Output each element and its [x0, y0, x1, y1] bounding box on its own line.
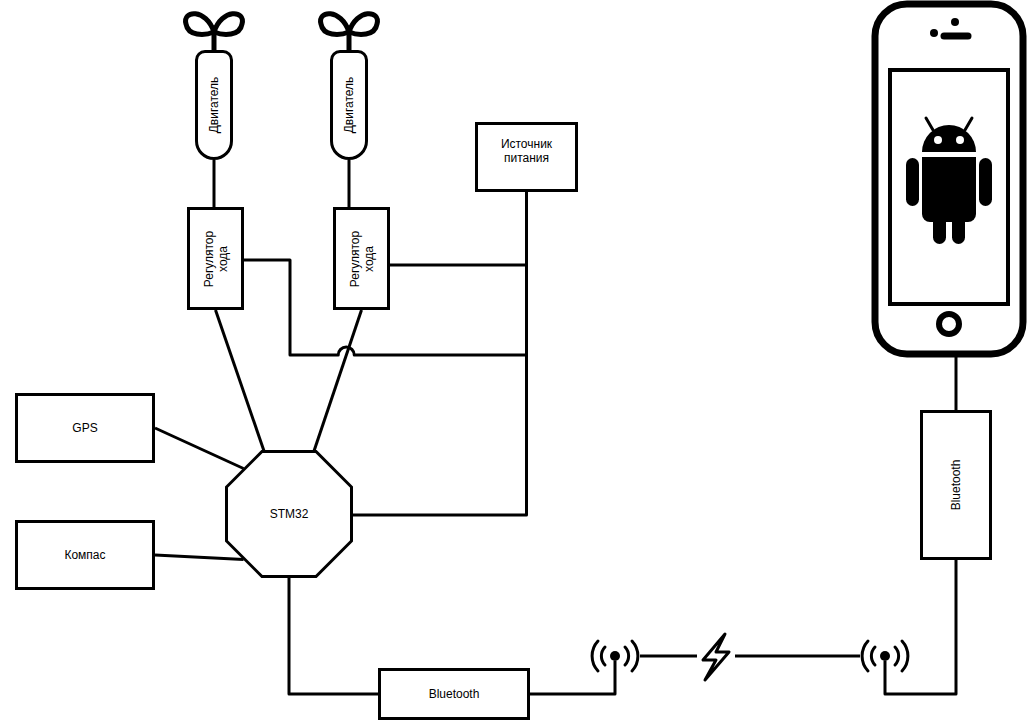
bluetooth-box: Bluetooth: [378, 668, 530, 720]
node-label: Bluetooth: [949, 425, 963, 545]
phone-cable: [955, 354, 958, 411]
wire-connector: [155, 555, 244, 560]
motor-body: Двигатель: [195, 50, 233, 160]
microcontroller-octagon: STM32: [225, 450, 353, 578]
node-label: Компас: [64, 548, 105, 562]
power-source-box: Источник питания: [475, 122, 578, 192]
wire-connector: [244, 192, 527, 355]
phone-body: [875, 4, 1023, 354]
phone-home-button: [939, 314, 959, 334]
node-label: Источник питания: [486, 137, 567, 165]
node-label: Bluetooth: [429, 687, 480, 701]
propeller-shaft: [347, 32, 352, 50]
wire-connector: [213, 160, 216, 207]
node-label: STM32: [270, 507, 309, 521]
wire-connector: [530, 560, 956, 694]
node-label: Двигатель: [342, 60, 356, 150]
node-label: Регулятор хода: [348, 225, 376, 293]
node-label: GPS: [72, 421, 97, 435]
gps-box: GPS: [15, 393, 155, 463]
compass-box: Компас: [15, 520, 155, 590]
smartphone: [875, 4, 1023, 411]
speed-controller-box: Регулятор хода: [333, 207, 390, 310]
wire-connector: [216, 310, 265, 451]
wire-connector: [314, 310, 362, 451]
phone-camera: [930, 29, 938, 37]
android-logo: [906, 118, 992, 244]
phone-sensor: [951, 18, 959, 26]
phone-speaker: [944, 33, 968, 40]
wire-connector: [348, 160, 351, 207]
bluetooth-box: Bluetooth: [920, 410, 992, 560]
wireless-symbol: [703, 634, 729, 680]
motor-body: Двигатель: [330, 50, 368, 160]
wire-connector: [289, 577, 378, 694]
node-label: Двигатель: [207, 60, 221, 150]
propeller-shaft: [212, 32, 217, 50]
wire-connector: [390, 192, 527, 265]
wire-connector: [155, 428, 244, 469]
speed-controller-box: Регулятор хода: [187, 207, 244, 310]
phone-screen: [890, 70, 1008, 304]
node-label: Регулятор хода: [202, 225, 230, 293]
